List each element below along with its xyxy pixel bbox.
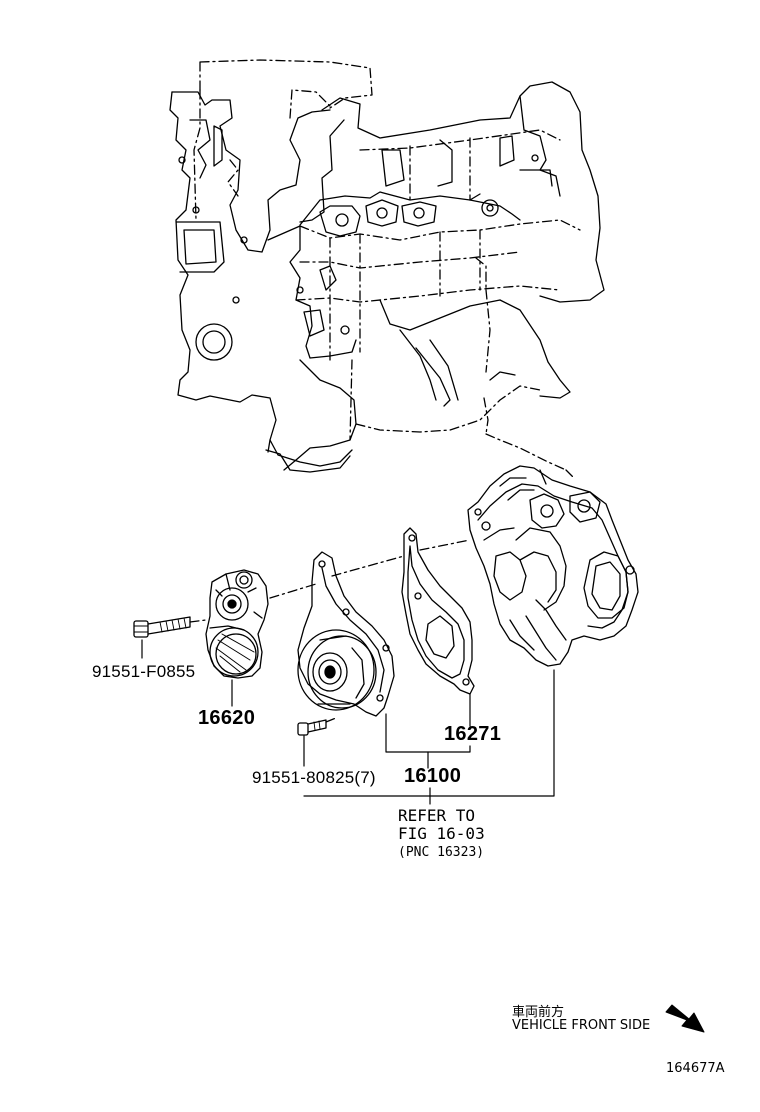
part-number-bolt-tensioner: 91551-F0855 bbox=[92, 662, 196, 681]
water-pump-housing bbox=[467, 465, 639, 667]
reference-line-3: (PNC 16323) bbox=[398, 845, 485, 860]
belt-tensioner bbox=[205, 569, 269, 679]
bolt-pump-icon bbox=[297, 719, 327, 736]
part-number-gasket: 16271 bbox=[444, 723, 502, 745]
reference-line-2: FIG 16-03 bbox=[398, 824, 485, 843]
alignment-lines bbox=[189, 539, 471, 723]
orientation-label-english: VEHICLE FRONT SIDE bbox=[512, 1018, 651, 1033]
reference-line-1: REFER TO bbox=[398, 806, 476, 825]
orientation-label-japanese: 車両前方 bbox=[512, 1005, 565, 1020]
diagram-id: 164677A bbox=[666, 1061, 725, 1076]
engine-block-outline bbox=[169, 59, 605, 473]
part-number-tensioner: 16620 bbox=[198, 707, 256, 729]
water-pump-pulley bbox=[297, 551, 395, 717]
part-number-bolt-pump: 91551-80825(7) bbox=[252, 768, 376, 787]
part-number-water-pump: 16100 bbox=[404, 765, 462, 787]
bolt-tensioner-icon bbox=[133, 616, 191, 638]
leader-lines bbox=[141, 639, 555, 805]
gasket bbox=[401, 527, 475, 695]
arrow-down-right-icon bbox=[665, 1004, 705, 1033]
